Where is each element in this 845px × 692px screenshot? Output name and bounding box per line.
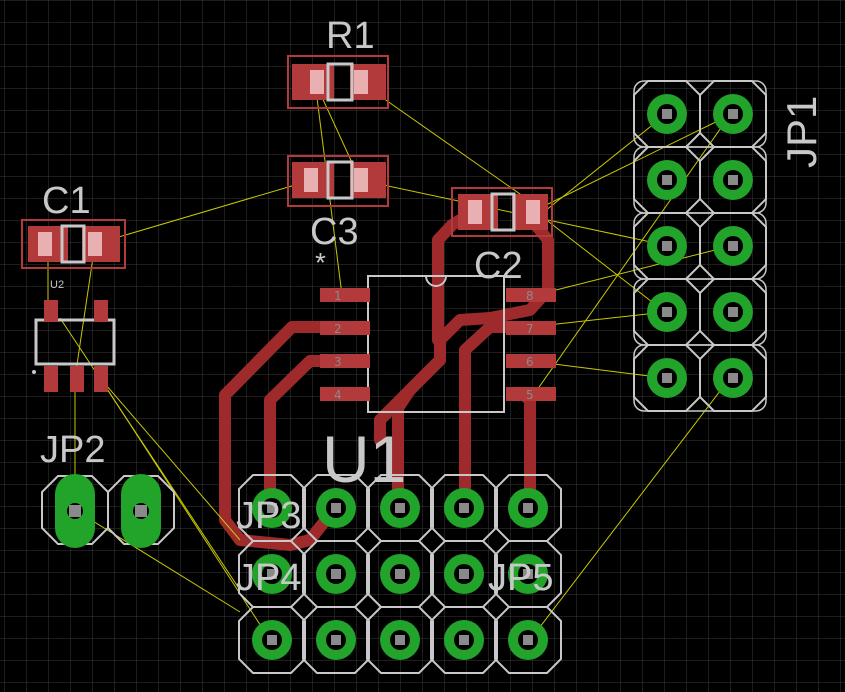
u1-pin-label: 8: [526, 289, 534, 303]
jp1-pin-2[interactable]: [699, 80, 767, 148]
header-pin[interactable]: [430, 606, 498, 674]
c1-label: C1: [42, 180, 91, 222]
u1-pin-label: 4: [334, 388, 342, 402]
capacitor-c2[interactable]: C2: [451, 187, 553, 287]
capacitor-c3[interactable]: C3: [287, 155, 389, 253]
header-pin[interactable]: [238, 606, 306, 674]
u1-pin-label: 7: [526, 322, 534, 336]
c2-label: C2: [474, 245, 523, 287]
header-pin[interactable]: [430, 474, 498, 542]
u1-pin-label: 6: [526, 355, 534, 369]
u1-pin-label: 5: [526, 388, 534, 402]
header-jp1[interactable]: JP1: [633, 80, 825, 412]
header-pin[interactable]: [366, 606, 434, 674]
resistor-r1[interactable]: R1: [287, 15, 389, 109]
header-pin[interactable]: [494, 606, 562, 674]
header-pin[interactable]: [302, 606, 370, 674]
trace-u1-mid: [374, 354, 446, 446]
header-pin[interactable]: [494, 540, 562, 608]
capacitor-c1[interactable]: C1: [21, 180, 126, 269]
u1-pin-label: 2: [334, 322, 342, 336]
jp5-label: JP5: [488, 557, 553, 599]
jp1-pin-9[interactable]: [633, 344, 701, 412]
header-pin[interactable]: [430, 540, 498, 608]
jp3-label: JP3: [236, 495, 301, 537]
jp2-label: JP2: [40, 429, 105, 471]
header-jp2[interactable]: JP2: [40, 429, 175, 548]
u1-pin-label: 1: [334, 289, 342, 303]
header-grid[interactable]: JP3 JP4 JP5: [236, 474, 562, 674]
jp1-pin-10[interactable]: [699, 344, 767, 412]
regulator-u2[interactable]: U2: [32, 279, 116, 392]
jp1-pin-5[interactable]: [633, 212, 701, 280]
header-pin[interactable]: [366, 540, 434, 608]
u1-pin1-marker: *: [315, 247, 326, 278]
u2-label: U2: [50, 279, 64, 291]
u1-pin-label: 3: [334, 355, 342, 369]
r1-label: R1: [326, 15, 375, 57]
jp4-label: JP4: [236, 557, 301, 599]
jp1-label: JP1: [778, 96, 825, 168]
c3-label: C3: [310, 211, 359, 253]
trace-u1-pin2: [219, 321, 346, 551]
header-pin[interactable]: [302, 474, 370, 542]
jp1-pin-6[interactable]: [699, 212, 767, 280]
